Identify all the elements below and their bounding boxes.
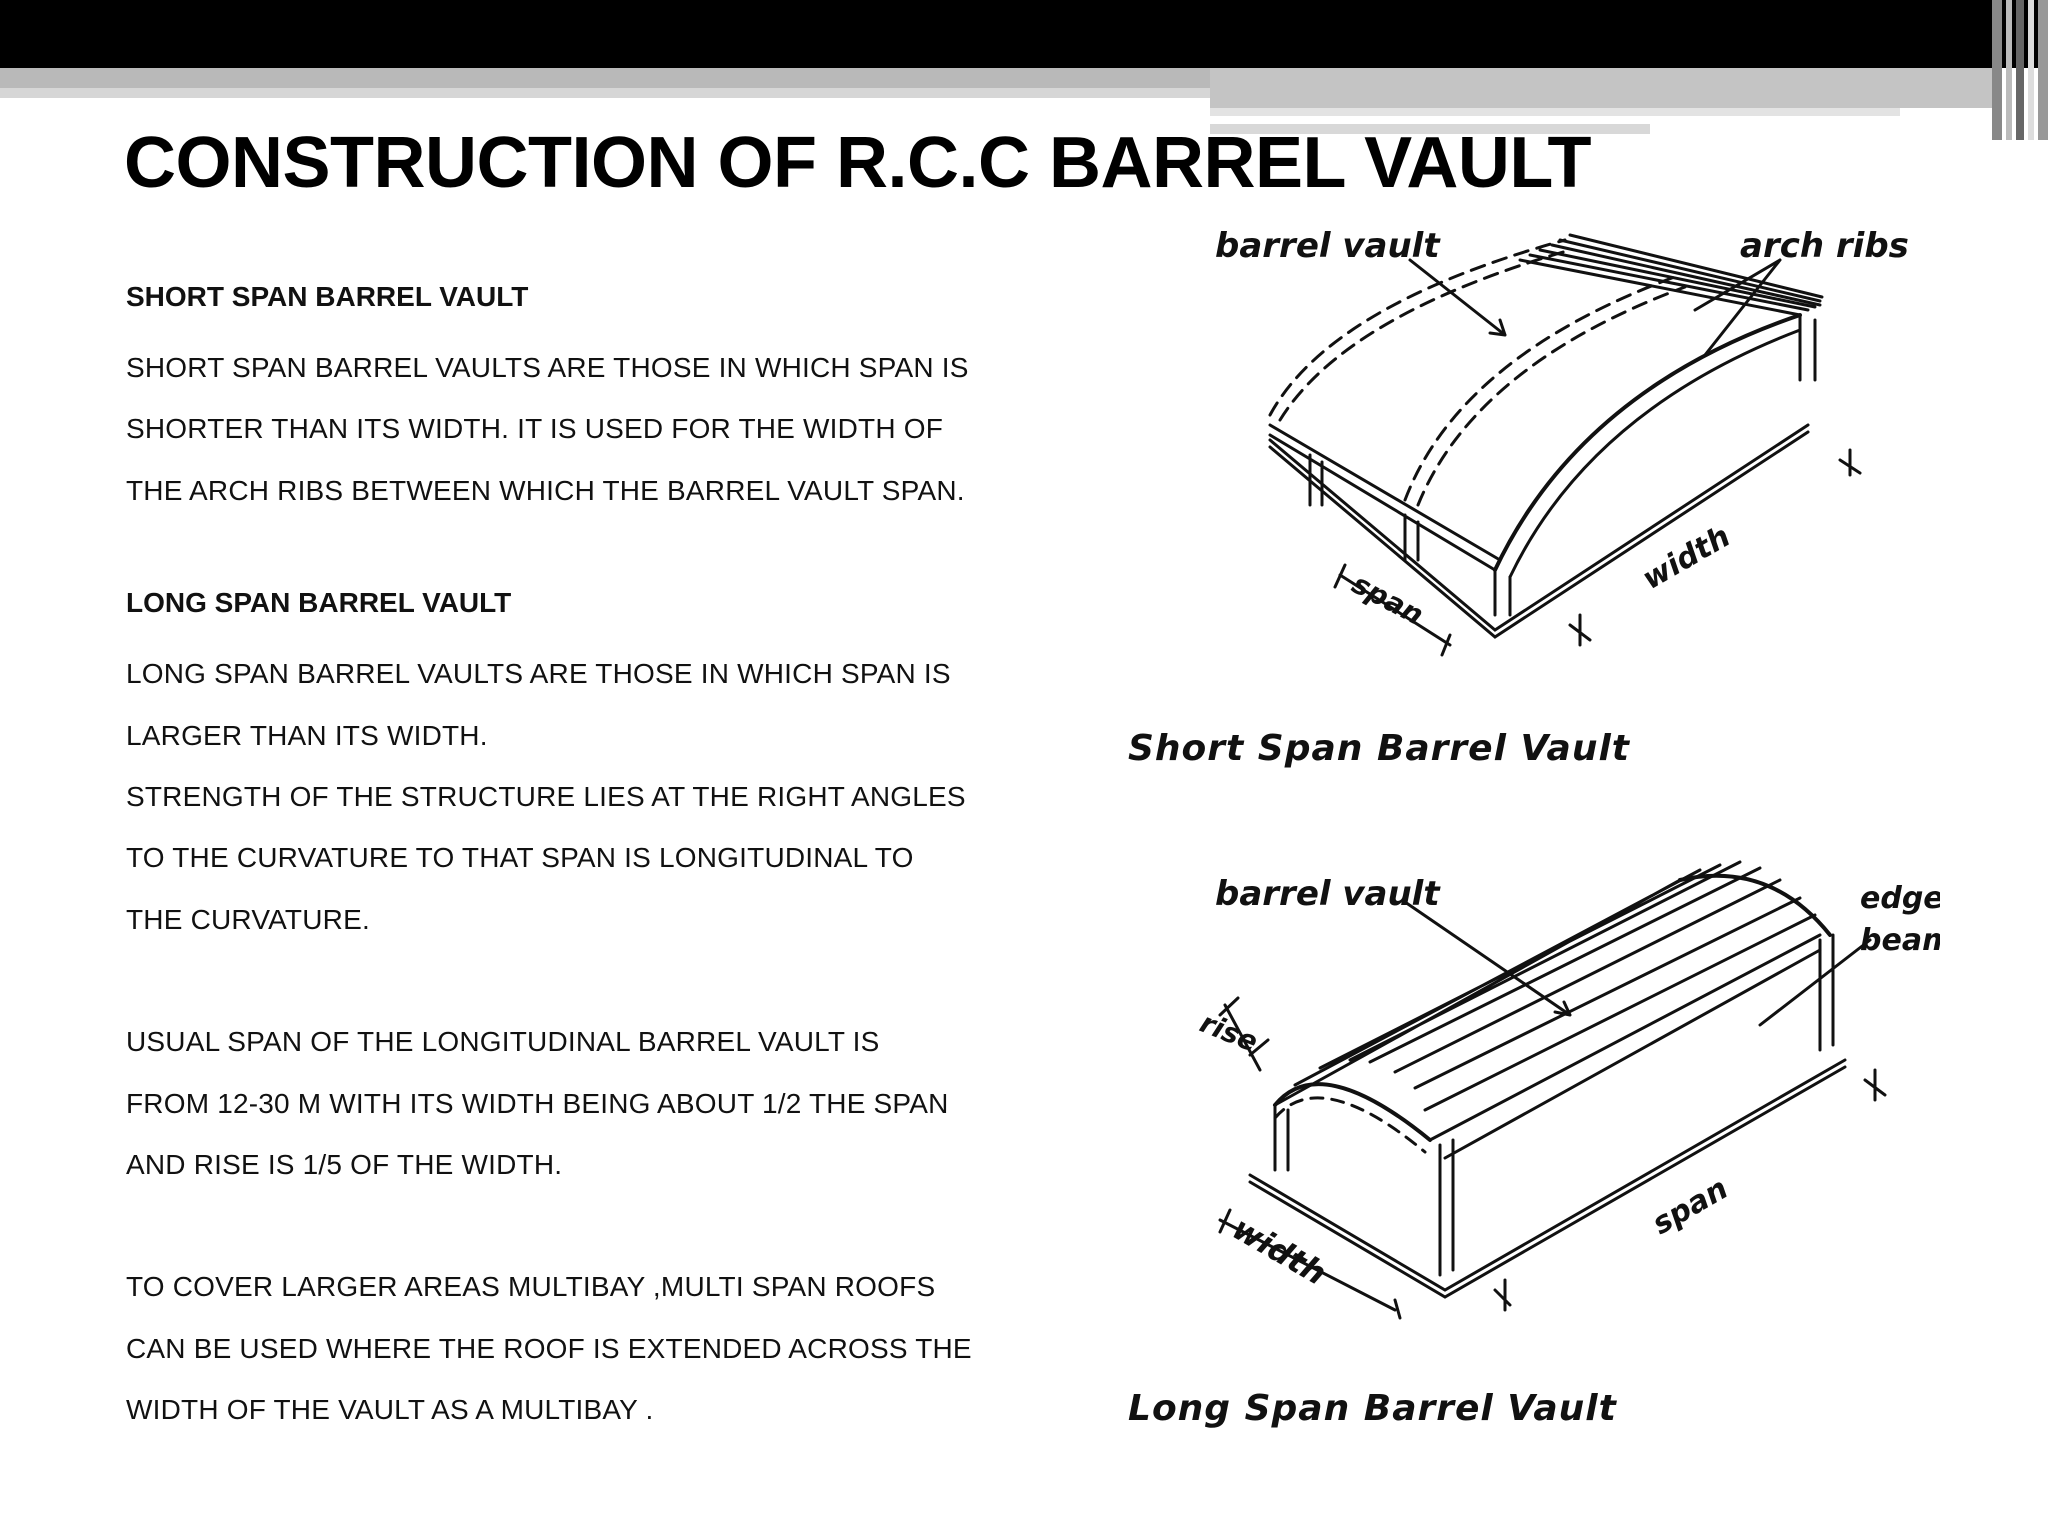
text-line: USUAL SPAN OF THE LONGITUDINAL BARREL VA…: [126, 1026, 880, 1058]
text-line: WIDTH OF THE VAULT AS A MULTIBAY .: [126, 1394, 654, 1426]
edge-stripes: [1992, 0, 2048, 140]
header-band: [1210, 124, 1650, 134]
text-line: TO THE CURVATURE TO THAT SPAN IS LONGITU…: [126, 842, 914, 874]
text-line: FROM 12-30 M WITH ITS WIDTH BEING ABOUT …: [126, 1087, 949, 1119]
label-span: span: [1347, 567, 1429, 632]
text-line: SHORT SPAN BARREL VAULTS ARE THOSE IN WH…: [126, 352, 969, 383]
section-heading: SHORT SPAN BARREL VAULT: [126, 281, 529, 312]
label-arch-ribs: arch ribs: [1740, 226, 1909, 266]
header-band: [0, 88, 1210, 98]
text-line: STRENGTH OF THE STRUCTURE LIES AT THE RI…: [126, 781, 966, 813]
body-text: SHORT SPAN BARREL VAULT SHORT SPAN BARRE…: [126, 276, 1019, 1441]
label-barrel-vault: barrel vault: [1215, 874, 1441, 914]
text-line: LONG SPAN BARREL VAULTS ARE THOSE IN WHI…: [126, 658, 951, 690]
label-barrel-vault: barrel vault: [1215, 226, 1441, 266]
label-rise: rise: [1195, 1006, 1262, 1059]
label-beam: beam: [1860, 923, 1940, 958]
text-line: THE CURVATURE.: [126, 903, 370, 935]
short-span-diagram: barrel vault arch ribs span width: [1215, 226, 1909, 657]
text-line: CAN BE USED WHERE THE ROOF IS EXTENDED A…: [126, 1332, 972, 1364]
text-line: AND RISE IS 1/5 OF THE WIDTH.: [126, 1149, 563, 1181]
label-width: width: [1637, 519, 1737, 597]
label-edge: edge: [1860, 881, 1940, 916]
text-line: LARGER THAN ITS WIDTH.: [126, 719, 488, 751]
page-title: CONSTRUCTION OF R.C.C BARREL VAULT: [124, 123, 1591, 203]
text-line: THE ARCH RIBS BETWEEN WHICH THE BARREL V…: [126, 474, 965, 506]
long-span-diagram: barrel vault edge beam rise width span: [1195, 860, 1940, 1320]
long-span-caption: Long Span Barrel Vault: [1128, 1388, 1617, 1429]
header-band: [0, 68, 1210, 88]
header-band: [1210, 68, 2000, 108]
text-line: SHORTER THAN ITS WIDTH. IT IS USED FOR T…: [126, 413, 944, 445]
top-bar: [0, 0, 2048, 68]
text-line: TO COVER LARGER AREAS MULTIBAY ,MULTI SP…: [126, 1271, 936, 1303]
short-span-caption: Short Span Barrel Vault: [1128, 728, 1631, 769]
label-span: span: [1647, 1171, 1735, 1242]
header-band: [1210, 108, 1900, 116]
section-heading: LONG SPAN BARREL VAULT: [126, 587, 512, 619]
